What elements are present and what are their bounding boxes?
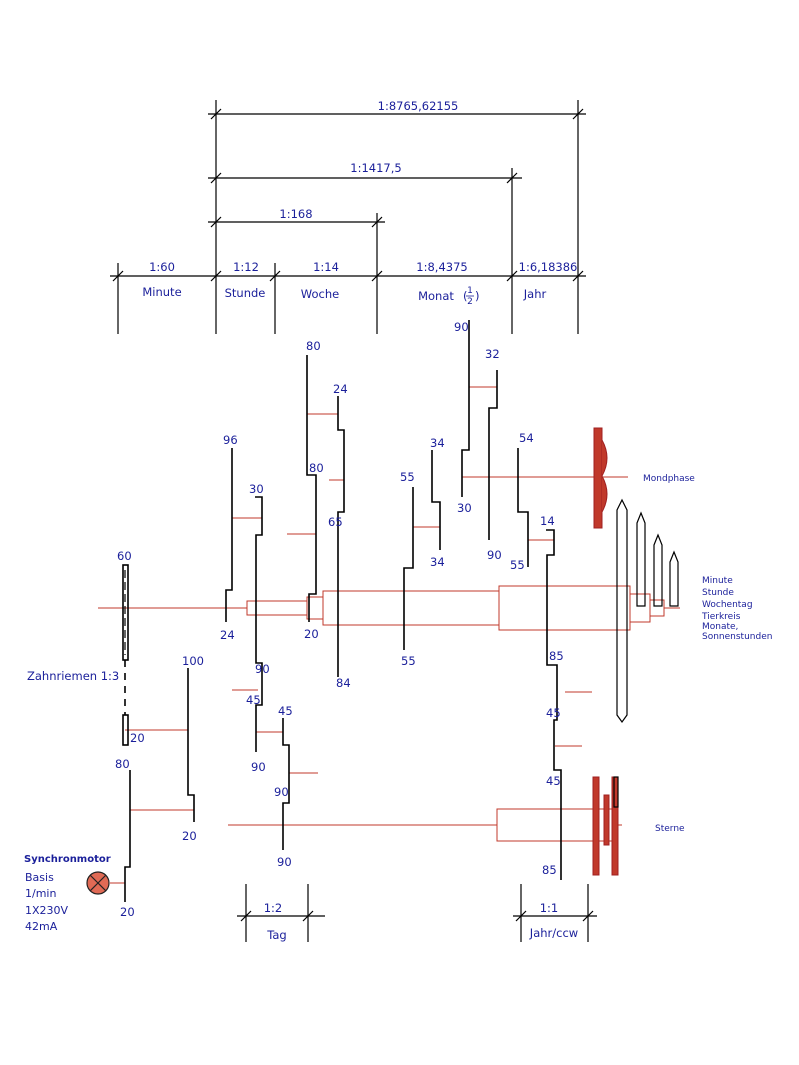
- gear-45-c: 45: [546, 706, 561, 720]
- gear-24: 24: [220, 628, 235, 642]
- motor-title: Synchronmotor: [24, 854, 111, 865]
- unit-month-fraction-num: 1: [467, 286, 473, 296]
- bottom-scale-day: 1:2 Tag: [237, 884, 325, 942]
- output-label-sun-hours: Sonnenstunden: [702, 632, 772, 642]
- unit-minute: Minute: [142, 285, 181, 299]
- ratio-year: 1:6,18386: [519, 260, 578, 274]
- gear-55-b: 55: [401, 654, 416, 668]
- gear-20-shaft: 20: [304, 627, 319, 641]
- gear-80-mid: 80: [309, 461, 324, 475]
- motor-spec-2: 1/min: [25, 887, 56, 900]
- year-label: Jahr/ccw: [529, 926, 578, 940]
- gear-20-motor: 20: [120, 905, 135, 919]
- ratio-minute: 1:60: [149, 260, 175, 274]
- unit-month: Monat: [418, 289, 454, 303]
- ratio-week-total: 1:168: [279, 207, 312, 221]
- motor-spec-3: 1X230V: [25, 904, 69, 917]
- gear-20-b: 20: [182, 829, 197, 843]
- day-ratio: 1:2: [264, 901, 283, 915]
- ratio-month: 1:8,4375: [416, 260, 467, 274]
- hand-month-icon: [636, 511, 646, 607]
- ratio-week: 1:14: [313, 260, 339, 274]
- gear-80-top: 80: [306, 339, 321, 353]
- gear-45-a: 45: [246, 693, 261, 707]
- gear-90-a: 90: [255, 662, 270, 676]
- gear-80-motor: 80: [115, 757, 130, 771]
- gear-90-d: 90: [277, 855, 292, 869]
- gear-90-c: 90: [274, 785, 289, 799]
- output-label-months: Monate,: [702, 622, 738, 632]
- output-label-hour: Stunde: [702, 588, 734, 598]
- gear-32: 32: [485, 347, 500, 361]
- hand-sun-hours-icon: [616, 498, 628, 724]
- moon-phase-label: Mondphase: [643, 474, 695, 484]
- gear-55-c: 55: [510, 558, 525, 572]
- gear-20-belt: 20: [130, 731, 145, 745]
- star-disks-icon: [592, 776, 619, 876]
- output-label-minute: Minute: [702, 576, 733, 586]
- output-hands: [616, 498, 679, 724]
- gear-85-a: 85: [549, 649, 564, 663]
- unit-month-paren-close: ): [475, 289, 480, 303]
- unit-year: Jahr: [523, 287, 547, 301]
- annotations: Zahnriemen 1:3 Mondphase Minute Stunde W…: [24, 474, 772, 933]
- unit-week: Woche: [301, 287, 339, 301]
- day-label: Tag: [266, 928, 286, 942]
- unit-month-paren-open: (: [463, 289, 468, 303]
- ratio-hour: 1:12: [233, 260, 259, 274]
- moon-phase-disk-icon: [593, 427, 608, 529]
- gear-45-d: 45: [546, 774, 561, 788]
- gear-90-b: 90: [251, 760, 266, 774]
- gear-45-b: 45: [278, 704, 293, 718]
- gear-24-top: 24: [333, 382, 348, 396]
- unit-month-fraction-den: 2: [467, 297, 473, 307]
- unit-hour: Stunde: [225, 286, 266, 300]
- hand-weekday-icon: [669, 550, 679, 607]
- motor-spec-1: Basis: [25, 871, 54, 884]
- belt-label: Zahnriemen 1:3: [27, 669, 119, 683]
- stars-label: Sterne: [655, 824, 685, 834]
- gear-60: 60: [117, 549, 132, 563]
- gear-34-b: 34: [430, 555, 445, 569]
- gear-34-a: 34: [430, 436, 445, 450]
- synchronous-motor-icon: [86, 871, 110, 895]
- gear-55-a: 55: [400, 470, 415, 484]
- gear-30-b: 30: [457, 501, 472, 515]
- ratio-month-total: 1:1417,5: [350, 161, 401, 175]
- gear-85-b: 85: [542, 863, 557, 877]
- ratio-total: 1:8765,62155: [378, 99, 459, 113]
- gear-54: 54: [519, 431, 534, 445]
- gear-96: 96: [223, 433, 238, 447]
- bottom-scale-year: 1:1 Jahr/ccw: [513, 884, 597, 942]
- output-label-zodiac: Tierkreis: [701, 612, 741, 622]
- year-ratio: 1:1: [540, 901, 559, 915]
- ratio-labels: 1:8765,62155 1:1417,5 1:168 1:60 1:12 1:…: [142, 99, 577, 307]
- gear-65: 65: [328, 515, 343, 529]
- gear-lines: [122, 320, 562, 902]
- output-label-weekday: Wochentag: [702, 600, 753, 610]
- ratio-dimension-lines: [110, 100, 586, 334]
- gear-84: 84: [336, 676, 351, 690]
- gear-30: 30: [249, 482, 264, 496]
- gear-90-e: 90: [454, 320, 469, 334]
- motor-spec-4: 42mA: [25, 920, 58, 933]
- gear-100: 100: [182, 654, 204, 668]
- hand-zodiac-icon: [653, 533, 663, 607]
- gear-tooth-labels: 60 20 100 20 80 20 96 24 30 90 45 90 45 …: [115, 320, 564, 919]
- gear-90-f: 90: [487, 548, 502, 562]
- gear-14: 14: [540, 514, 555, 528]
